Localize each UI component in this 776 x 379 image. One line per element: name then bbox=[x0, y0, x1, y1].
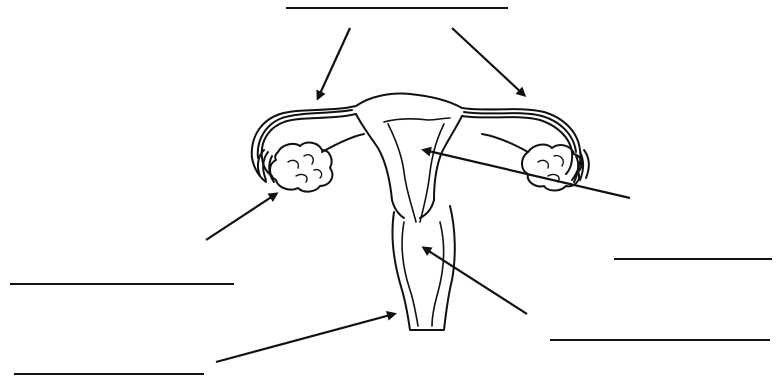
arrow-to-vagina bbox=[216, 314, 394, 362]
ovarian-ligament-left bbox=[322, 134, 364, 152]
arrow-to-right-tube bbox=[452, 28, 524, 95]
anatomy-drawing bbox=[252, 94, 589, 331]
vagina-outer bbox=[392, 206, 454, 330]
ovarian-ligament-right bbox=[482, 134, 528, 152]
ovary-left bbox=[270, 143, 332, 192]
fallopian-tube-right bbox=[462, 108, 581, 180]
uterus-fundus bbox=[356, 94, 462, 109]
pointer-arrows bbox=[206, 28, 630, 362]
ovary-left-texture bbox=[288, 155, 322, 182]
arrow-to-ovary bbox=[206, 194, 276, 240]
fallopian-tube-left-inner bbox=[262, 114, 356, 176]
arrow-to-left-tube bbox=[318, 28, 350, 98]
uterus-body-left-wall bbox=[356, 114, 392, 200]
vagina-inner bbox=[402, 222, 444, 326]
arrow-to-cervix bbox=[424, 248, 527, 314]
